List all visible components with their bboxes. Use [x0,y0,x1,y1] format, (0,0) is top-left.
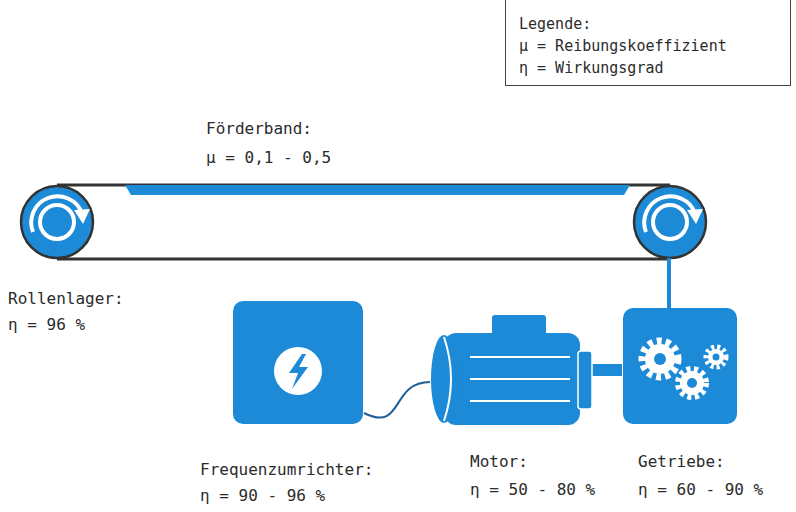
motor-symbol [430,315,600,425]
roller-right [634,186,706,258]
bearing-label: Rollenlager: η = 96 % [8,290,148,336]
connector [364,382,430,418]
part-name: Förderband: [206,120,312,138]
efficiency-value: η = 96 % [8,316,85,334]
belt-line [57,258,670,261]
gearbox-label: Getriebe: η = 60 - 90 % [622,307,792,497]
legend-text: η = Wirkungsgrad [519,59,664,77]
legend-title: Legende: [519,15,591,33]
part-name: Motor: [470,453,528,471]
roller-left [21,186,93,258]
part-name: Frequenzumrichter: [200,461,373,479]
belt-label: Förderband: μ = 0,1 - 0,5 [206,120,406,170]
part-name: Rollenlager: [8,290,124,308]
connector [592,370,622,371]
legend-entry: η = Wirkungsgrad [519,59,664,77]
motor-label: Motor: η = 50 - 80 % [430,315,600,500]
belt-plate [125,185,630,195]
part-name: Getriebe: [638,453,725,471]
efficiency-value: μ = 0,1 - 0,5 [206,149,331,167]
legend-entry: μ = Reibungskoeffizient [519,37,727,55]
legend-text: μ = Reibungskoeffizient [519,37,727,55]
converter-label: Frequenzumrichter: η = 90 - 96 % [200,300,380,505]
gearbox-symbol [622,307,738,425]
drive-link [667,258,671,308]
legend-box: Legende: μ = Reibungskoeffizient η = Wirku… [505,0,791,86]
efficiency-value: η = 90 - 96 % [200,487,325,505]
converter-box [232,300,364,425]
efficiency-value: η = 60 - 90 % [638,481,763,499]
efficiency-value: η = 50 - 80 % [470,481,595,499]
